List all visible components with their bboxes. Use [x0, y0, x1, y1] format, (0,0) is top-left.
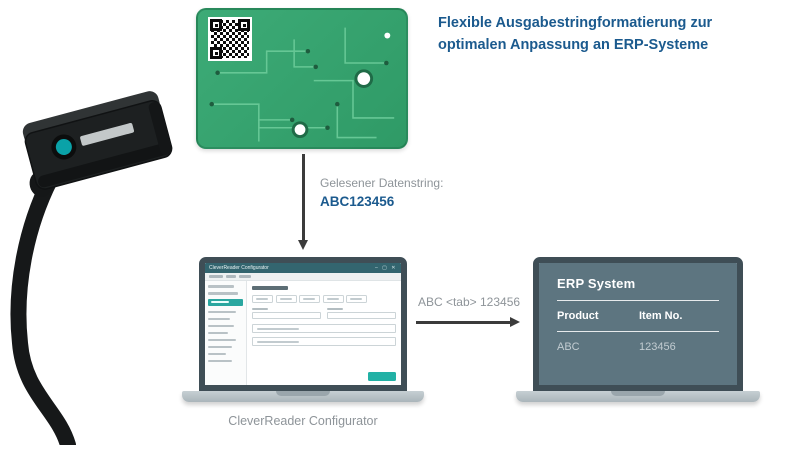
table-row [252, 336, 396, 346]
qr-finder-icon [210, 47, 222, 59]
headline-line1: Flexible Ausgabestringformatierung zur [438, 15, 713, 31]
circuit-traces [209, 27, 395, 142]
datastring-value: ABC123456 [320, 194, 395, 209]
form-field [327, 307, 396, 319]
menu-item-bar [239, 275, 251, 278]
device-body [22, 91, 173, 198]
sidebar [205, 281, 247, 385]
datastring-label: Gelesener Datenstring: [320, 176, 444, 190]
menu-item-bar [226, 275, 236, 278]
sidebar-item [208, 285, 234, 288]
erp-data-row: ABC 123456 [557, 341, 719, 353]
laptop-base [182, 391, 424, 402]
laptop-base [516, 391, 760, 402]
sidebar-item [208, 352, 226, 355]
mounting-hole [291, 32, 391, 139]
sidebar-item [208, 345, 232, 348]
window-controls-icon: ‒ ▢ ✕ [375, 265, 397, 271]
menu-item-bar [209, 275, 223, 278]
sidebar-item [208, 310, 236, 313]
qr-finder-icon [210, 19, 222, 31]
erp-header-row: Product Item No. [557, 310, 719, 322]
form-field [252, 307, 321, 319]
configurator-laptop-screen: CleverReader Configurator ‒ ▢ ✕ [199, 257, 407, 391]
sidebar-item-active [208, 299, 243, 306]
device-label [80, 122, 134, 146]
sidebar-item [208, 292, 238, 295]
erp-value-product: ABC [557, 341, 580, 353]
erp-laptop-screen: ERP System Product Item No. ABC 123456 [533, 257, 743, 391]
sidebar-item [208, 317, 230, 320]
qr-finder-icon [238, 19, 250, 31]
erp-screen: ERP System Product Item No. ABC 123456 [539, 263, 737, 385]
tab-row [252, 294, 396, 303]
section-title-bar [252, 286, 288, 290]
transfer-string-label: ABC <tab> 123456 [417, 295, 521, 309]
tab-chip [275, 294, 297, 303]
apply-button [368, 372, 396, 381]
pcb-board [196, 8, 408, 149]
configurator-caption: CleverReader Configurator [228, 414, 378, 428]
laptop-notch [611, 391, 665, 396]
qr-code-icon [208, 17, 252, 61]
form-grid [252, 307, 396, 319]
erp-title: ERP System [557, 276, 636, 291]
erp-value-itemno: 123456 [639, 341, 676, 353]
tab-chip [252, 294, 273, 303]
sidebar-item [208, 331, 228, 334]
arrow-right-icon [416, 316, 522, 328]
configurator-window: CleverReader Configurator ‒ ▢ ✕ [205, 263, 401, 385]
laptop-notch [276, 391, 330, 396]
device-cable [10, 172, 76, 450]
erp-divider [557, 300, 719, 301]
sidebar-item [208, 338, 236, 341]
table-row [252, 323, 396, 333]
sidebar-item [208, 359, 232, 362]
menubar [205, 273, 401, 281]
tab-chip [299, 294, 320, 303]
erp-col-product: Product [557, 310, 599, 322]
sidebar-item [208, 324, 234, 327]
erp-laptop: ERP System Product Item No. ABC 123456 [516, 257, 760, 402]
window-titlebar: CleverReader Configurator ‒ ▢ ✕ [205, 263, 401, 273]
scan-button-icon [55, 138, 72, 155]
content-area [247, 281, 401, 385]
tab-chip [346, 294, 367, 303]
headline: Flexible Ausgabestringformatierung zur o… [438, 13, 712, 57]
code-reader-device [6, 88, 206, 450]
arrow-down-icon [297, 154, 309, 252]
erp-divider [557, 331, 719, 332]
tab-chip [322, 294, 344, 303]
headline-line2: optimalen Anpassung an ERP-Systeme [438, 36, 709, 53]
window-title: CleverReader Configurator [209, 265, 269, 271]
configurator-laptop: CleverReader Configurator ‒ ▢ ✕ [182, 257, 424, 402]
erp-col-itemno: Item No. [639, 310, 683, 322]
